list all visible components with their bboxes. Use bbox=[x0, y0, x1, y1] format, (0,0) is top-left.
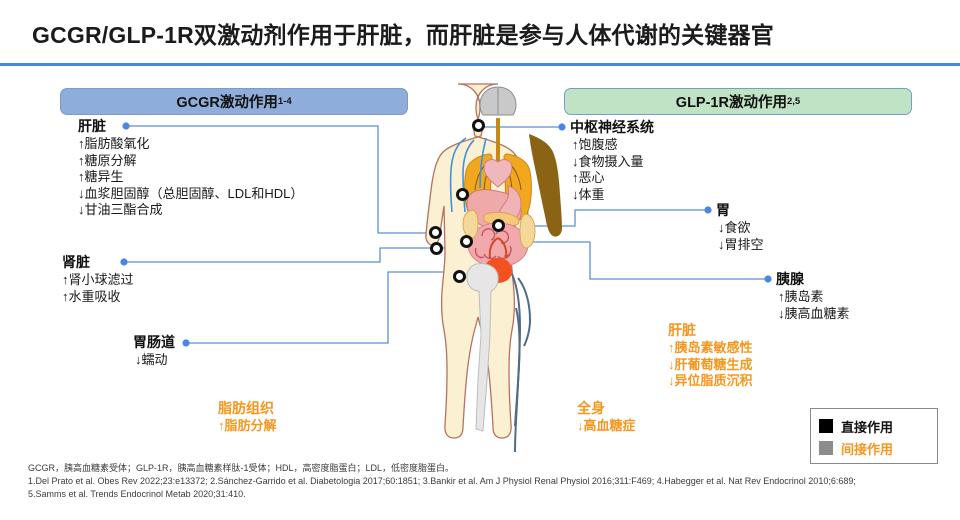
block-cns-title: 中枢神经系统 bbox=[570, 119, 654, 135]
block-cns-line-4: ↓体重 bbox=[572, 186, 605, 202]
legend-swatch-indirect-icon bbox=[819, 441, 833, 455]
block-liver-line-4: ↓血浆胆固醇（总胆固醇、LDL和HDL） bbox=[78, 185, 304, 201]
block-pancreas-line-1: ↑胰岛素 bbox=[778, 288, 824, 304]
block-whole-body-line-1: ↓高血糖症 bbox=[577, 417, 636, 433]
block-liver-line-1: ↑脂肪酸氧化 bbox=[78, 135, 150, 151]
block-liver-line-5: ↓甘油三酯合成 bbox=[78, 202, 163, 218]
legend-label-direct: 直接作用 bbox=[841, 419, 894, 435]
block-cns-line-3: ↑恶心 bbox=[572, 170, 605, 186]
block-liver-indirect-title: 肝脏 bbox=[668, 322, 696, 338]
legend-swatch-direct-icon bbox=[819, 419, 833, 433]
heart bbox=[483, 159, 513, 188]
vascular-system bbox=[511, 273, 532, 453]
human-body-illustration bbox=[398, 78, 598, 468]
kidney-left bbox=[462, 209, 479, 239]
block-liver-indirect: 肝脏 ↑胰岛素敏感性 ↓肝葡萄糖生成 ↓异位脂质沉积 bbox=[668, 322, 753, 390]
block-stomach-line-1: ↓食欲 bbox=[718, 219, 751, 235]
block-pancreas: 胰腺 ↑胰岛素 ↓胰高血糖素 bbox=[776, 271, 850, 322]
block-gi-tract-title: 胃肠道 bbox=[133, 334, 175, 350]
marker-liver bbox=[429, 226, 442, 239]
marker-whole-body bbox=[456, 188, 469, 201]
block-liver-indirect-line-1: ↑胰岛素敏感性 bbox=[668, 339, 753, 355]
block-liver-indirect-line-2: ↓肝葡萄糖生成 bbox=[668, 356, 753, 372]
legend-row-indirect: 间接作用 bbox=[819, 437, 929, 459]
footnote-references-line-2: 5.Samms et al. Trends Endocrinol Metab 2… bbox=[28, 489, 246, 500]
footnotes: GCGR，胰高血糖素受体；GLP-1R，胰高血糖素样肽-1受体；HDL，高密度脂… bbox=[28, 462, 943, 501]
block-kidney-title: 肾脏 bbox=[62, 254, 90, 270]
block-stomach-line-2: ↓胃排空 bbox=[718, 236, 764, 252]
block-whole-body: 全身 ↓高血糖症 bbox=[577, 400, 636, 435]
title-divider bbox=[0, 63, 960, 66]
block-liver-line-3: ↑糖异生 bbox=[78, 169, 124, 185]
block-liver-indirect-line-3: ↓异位脂质沉积 bbox=[668, 373, 753, 389]
footnote-references-line-1: 1.Del Prato et al. Obes Rev 2022;23:e133… bbox=[28, 476, 856, 487]
block-liver-title: 肝脏 bbox=[78, 118, 106, 134]
skeleton bbox=[466, 263, 499, 432]
panel-header-glp1r-refs: 2,5 bbox=[786, 96, 801, 107]
block-liver-line-2: ↑糖原分解 bbox=[78, 152, 137, 168]
panel-header-glp1r-label: GLP-1R激动作用 bbox=[675, 95, 787, 111]
block-stomach: 胃 ↓食欲 ↓胃排空 bbox=[716, 202, 764, 253]
block-kidney-line-2: ↑水重吸收 bbox=[62, 288, 121, 304]
marker-stomach bbox=[492, 219, 505, 232]
panel-header-gcgr-refs: 1-4 bbox=[277, 96, 292, 107]
marker-pancreas bbox=[460, 235, 473, 248]
block-liver: 肝脏 ↑脂肪酸氧化 ↑糖原分解 ↑糖异生 ↓血浆胆固醇（总胆固醇、LDL和HDL… bbox=[78, 118, 303, 219]
kidney-right bbox=[519, 213, 536, 249]
ureters bbox=[488, 237, 508, 259]
block-pancreas-line-2: ↓胰高血糖素 bbox=[778, 305, 850, 321]
footnote-abbreviations: GCGR，胰高血糖素受体；GLP-1R，胰高血糖素样肽-1受体；HDL，高密度脂… bbox=[28, 463, 455, 473]
block-stomach-title: 胃 bbox=[716, 202, 730, 218]
legend-row-direct: 直接作用 bbox=[819, 415, 929, 437]
page-title: GCGR/GLP-1R双激动剂作用于肝脏，而肝脏是参与人体代谢的关键器官 bbox=[32, 22, 774, 48]
block-adipose-tissue: 脂肪组织 ↑脂肪分解 bbox=[218, 400, 277, 435]
muscle-layer bbox=[529, 134, 562, 237]
legend-box: 直接作用 间接作用 bbox=[810, 408, 938, 464]
panel-header-gcgr-label: GCGR激动作用 bbox=[176, 95, 278, 111]
marker-gi-tract bbox=[453, 270, 466, 283]
block-cns-line-2: ↓食物摄入量 bbox=[572, 153, 644, 169]
block-cns: 中枢神经系统 ↑饱腹感 ↓食物摄入量 ↑恶心 ↓体重 bbox=[570, 119, 654, 203]
legend-label-indirect: 间接作用 bbox=[841, 441, 894, 457]
block-cns-line-1: ↑饱腹感 bbox=[572, 136, 618, 152]
brain-icon bbox=[479, 86, 517, 116]
marker-cns bbox=[472, 119, 485, 132]
block-adipose-tissue-title: 脂肪组织 bbox=[218, 400, 274, 416]
arteries bbox=[449, 137, 487, 213]
block-gi-tract: 胃肠道 ↓蠕动 bbox=[133, 334, 175, 369]
block-pancreas-title: 胰腺 bbox=[776, 271, 804, 287]
block-kidney-line-1: ↑肾小球滤过 bbox=[62, 271, 134, 287]
block-kidney: 肾脏 ↑肾小球滤过 ↑水重吸收 bbox=[62, 254, 134, 305]
block-whole-body-title: 全身 bbox=[577, 400, 605, 416]
marker-kidney bbox=[430, 242, 443, 255]
body-svg bbox=[425, 83, 562, 453]
block-gi-tract-line-1: ↓蠕动 bbox=[135, 351, 168, 367]
block-adipose-tissue-line-1: ↑脂肪分解 bbox=[218, 417, 277, 433]
